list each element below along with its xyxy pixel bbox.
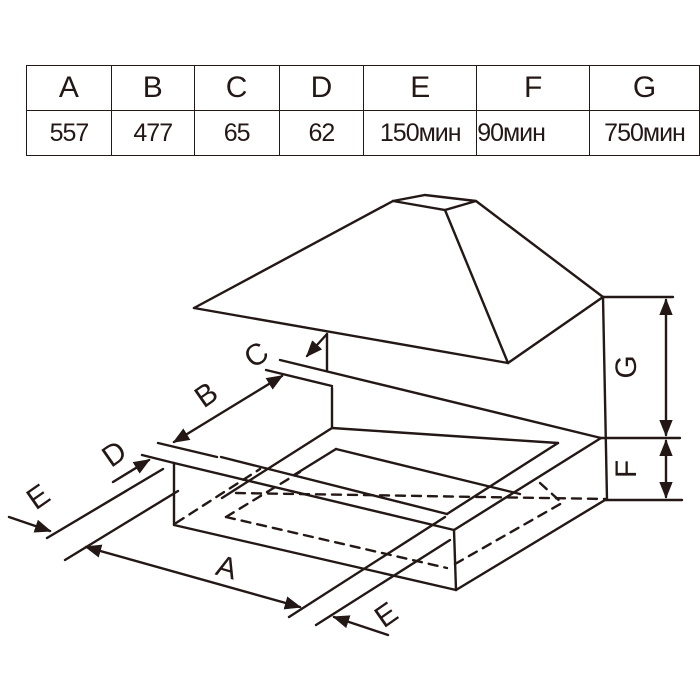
value-c: 65 [193, 110, 280, 156]
value-d: 62 [278, 110, 365, 156]
label-e-right: E [369, 596, 404, 635]
dimensions-table: A B C D E F G 557 477 65 62 150мин 90мин… [26, 65, 700, 156]
table-value-row: 557 477 65 62 150мин 90мин 750мин [26, 110, 700, 156]
label-e-left: E [21, 478, 56, 517]
label-b: B [189, 376, 224, 415]
value-f: 90мин [476, 110, 591, 156]
value-a: 557 [26, 110, 112, 156]
header-e: E [363, 65, 478, 111]
value-b: 477 [110, 110, 195, 156]
header-d: D [278, 65, 365, 111]
value-g: 750мин [589, 110, 700, 156]
base-box [140, 358, 607, 592]
value-e: 150мин [363, 110, 478, 156]
table-header-row: A B C D E F G [26, 65, 700, 111]
depth-dimensions [7, 332, 452, 637]
label-d: D [96, 434, 133, 473]
label-c: C [238, 335, 275, 374]
header-g: G [589, 65, 700, 111]
label-a: A [212, 549, 240, 586]
label-g: G [610, 355, 643, 378]
height-dimensions [599, 295, 684, 502]
hood [192, 193, 605, 372]
label-f: F [610, 460, 643, 478]
header-a: A [26, 65, 112, 111]
header-b: B [110, 65, 195, 111]
